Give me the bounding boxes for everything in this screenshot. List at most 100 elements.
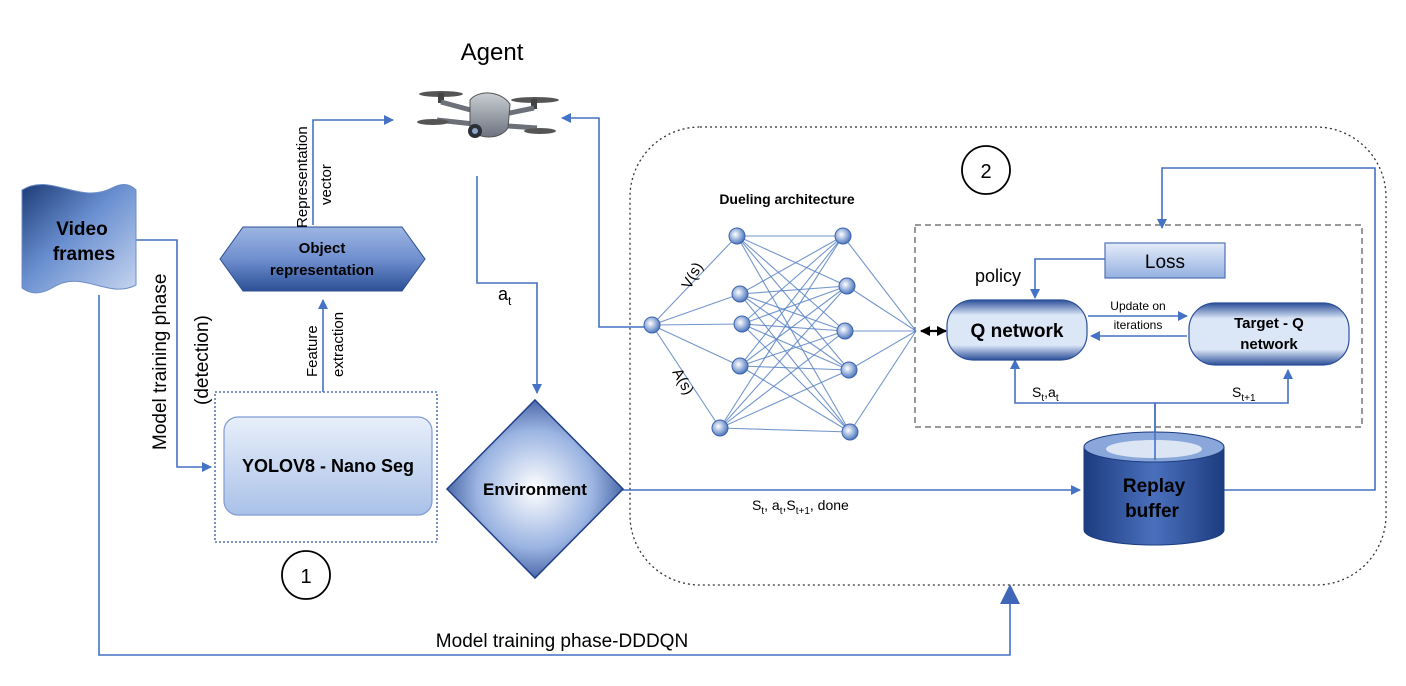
network-edge (719, 369, 850, 429)
network-node (731, 357, 749, 375)
dueling-network-nodes (643, 227, 859, 441)
dddqn-training-label: Model training phase-DDDQN (436, 631, 688, 652)
network-edge (651, 324, 721, 429)
network-edge (736, 235, 846, 332)
network-edge (719, 330, 846, 429)
replay-label-2: buffer (1125, 501, 1179, 522)
yolo-box (223, 416, 433, 516)
video-to-dddqn-line (98, 295, 1011, 656)
feature-extraction-label-2: extraction (330, 312, 347, 377)
network-edge (719, 427, 851, 433)
network-edge (736, 235, 851, 433)
loss-box (1104, 242, 1226, 279)
environment-label: Environment (483, 480, 587, 499)
target-q-network-box (1188, 302, 1350, 366)
network-edge (651, 293, 741, 326)
replay-to-loss-arrow (1157, 167, 1376, 491)
network-edge (739, 365, 850, 371)
model-training-detection-label-2: (detection) (192, 315, 213, 405)
representation-vector-label-1: Representation (294, 126, 311, 228)
network-node (834, 227, 852, 245)
network-edge (846, 285, 917, 332)
network-node (836, 322, 854, 340)
network-edge (741, 323, 851, 433)
network-node (728, 227, 746, 245)
network-edge (651, 324, 741, 367)
agent-title: Agent (461, 39, 524, 66)
network-node (841, 423, 859, 441)
feature-extraction-label-1: Feature (304, 325, 321, 377)
dueling-network-edges (651, 235, 917, 433)
network-node (731, 285, 749, 303)
policy-label: policy (975, 266, 1021, 286)
object-representation-shape (219, 226, 426, 292)
q-network-box (946, 299, 1088, 361)
target-q-label-2: network (1240, 336, 1298, 353)
network-edge (741, 235, 844, 325)
replay-buffer-shape (1083, 431, 1225, 546)
q-learning-box (914, 224, 1363, 428)
video-frames-shape (21, 184, 137, 294)
object-representation-label-2: representation (270, 262, 374, 279)
q-network-label: Q network (971, 321, 1064, 342)
network-node (711, 419, 729, 437)
drone-icon (417, 91, 559, 138)
replay-label-1: Replay (1123, 476, 1186, 497)
network-node (643, 316, 661, 334)
network-edge (741, 285, 848, 325)
network-node (733, 315, 751, 333)
action-label: at (498, 284, 512, 308)
network-edge (719, 285, 848, 429)
target-q-label-1: Target - Q (1234, 315, 1304, 332)
advantage-stream-label: A(s) (669, 366, 697, 398)
dddqn-region (629, 126, 1387, 586)
network-edge (848, 330, 917, 371)
marker-two-label: 2 (980, 161, 991, 183)
object-representation-label-1: Object (299, 240, 346, 257)
update-label-2: iterations (1114, 318, 1163, 332)
transition-label: St, at,St+1, done (752, 497, 849, 517)
network-edge (739, 293, 851, 433)
loss-label: Loss (1145, 252, 1185, 273)
network-edge (739, 285, 848, 295)
network-edge (719, 235, 844, 429)
marker-one (281, 550, 331, 600)
video-to-yolo-arrow (127, 239, 212, 472)
network-node (840, 361, 858, 379)
replay-to-target-arrow (1155, 369, 1293, 404)
update-label-1: Update on (1110, 299, 1165, 313)
network-edge (739, 293, 850, 371)
network-edge (739, 235, 844, 367)
environment-shape (445, 398, 625, 580)
video-frames-label-1: Video (56, 219, 107, 240)
yolo-region (214, 391, 438, 543)
network-edge (741, 323, 846, 332)
network-edge (842, 235, 917, 332)
marker-two (961, 145, 1011, 195)
video-frames-label-2: frames (53, 244, 115, 265)
dddqn-entry-arrowhead (1000, 584, 1020, 604)
network-edge (651, 323, 743, 326)
network-edge (736, 235, 850, 371)
st-at-label: St,at (1032, 384, 1059, 404)
dueling-title: Dueling architecture (719, 191, 855, 207)
marker-one-label: 1 (300, 566, 311, 588)
value-stream-label: V(s) (679, 260, 707, 292)
network-edge (739, 330, 846, 367)
network-node (838, 277, 856, 295)
representation-vector-label-2: vector (318, 164, 335, 205)
representation-vector-arrow (312, 115, 394, 225)
network-edge (739, 365, 851, 433)
network-edge (739, 235, 844, 295)
policy-to-agent-arrow (561, 113, 652, 328)
network-edge (739, 285, 848, 367)
network-edge (739, 293, 846, 332)
st1-label: St+1 (1232, 384, 1256, 404)
loss-to-q-arrow (1030, 258, 1105, 299)
network-edge (651, 235, 738, 326)
action-arrow (476, 176, 542, 394)
model-training-detection-label-1: Model training phase (150, 274, 171, 450)
network-edge (736, 235, 848, 287)
